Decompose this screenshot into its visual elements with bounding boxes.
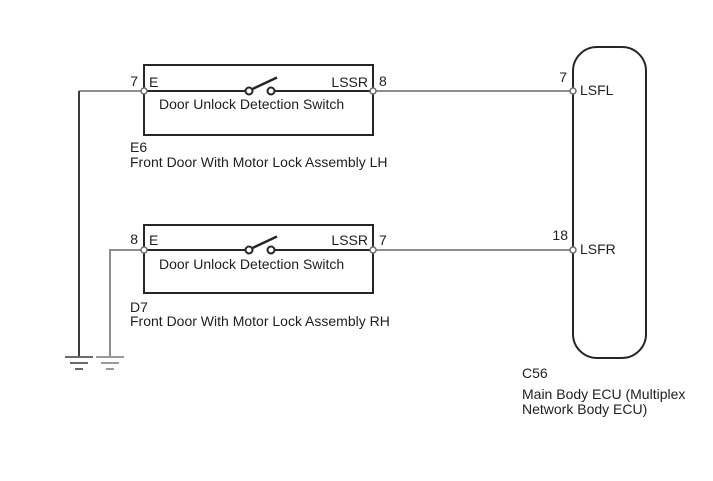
component-code-e6: E6 xyxy=(130,139,148,155)
terminal-c56-pin18 xyxy=(569,246,577,254)
pin-number-d7-right: 7 xyxy=(379,232,387,248)
terminal-label-lssr-rh: LSSR xyxy=(331,232,368,248)
terminal-label-e-rh: E xyxy=(149,232,159,248)
switch-contact-right xyxy=(266,86,276,96)
wire-layer xyxy=(78,90,573,356)
component-name-c56-line1: Main Body ECU (Multiplex xyxy=(522,386,686,402)
pin-number-c56-lsfr: 18 xyxy=(552,227,568,243)
ground-symbol-left xyxy=(65,356,93,370)
terminal-e6-pin7 xyxy=(140,87,148,95)
switch-symbol-lh xyxy=(146,76,371,96)
switch-contact-right xyxy=(266,245,276,255)
switch-box-rh xyxy=(143,224,374,294)
switch-symbol-rh xyxy=(146,235,371,255)
terminal-e6-pin8 xyxy=(369,87,377,95)
pin-number-c56-lsfl: 7 xyxy=(559,69,567,85)
switch-box-lh xyxy=(143,64,374,136)
terminal-d7-pin7 xyxy=(369,246,377,254)
switch-contact-left xyxy=(244,86,254,96)
switch-blade xyxy=(251,235,278,250)
signal-label-lsfr: LSFR xyxy=(580,241,616,257)
component-code-c56: C56 xyxy=(522,365,548,381)
switch-contact-left xyxy=(244,245,254,255)
pin-number-d7-left: 8 xyxy=(130,231,138,247)
signal-label-lsfl: LSFL xyxy=(580,82,614,98)
switch-blade xyxy=(251,76,278,91)
terminal-d7-pin8 xyxy=(140,246,148,254)
component-code-d7: D7 xyxy=(130,299,148,315)
terminal-label-lssr-lh: LSSR xyxy=(331,74,368,90)
ground-symbol-right xyxy=(96,356,124,370)
switch-label-rh: Door Unlock Detection Switch xyxy=(159,256,345,272)
terminal-c56-pin7 xyxy=(569,87,577,95)
terminal-label-e-lh: E xyxy=(149,74,159,90)
component-name-e6: Front Door With Motor Lock Assembly LH xyxy=(130,154,388,170)
component-name-c56-line2: Network Body ECU) xyxy=(522,401,648,417)
wire-d7-ground xyxy=(109,249,144,356)
terminal-layer xyxy=(140,87,577,254)
switch-label-lh: Door Unlock Detection Switch xyxy=(159,96,345,112)
component-name-d7: Front Door With Motor Lock Assembly RH xyxy=(130,313,390,329)
pin-number-e6-left: 7 xyxy=(130,73,138,89)
pin-number-e6-right: 8 xyxy=(379,73,387,89)
ecu-connector-outline xyxy=(572,46,647,359)
